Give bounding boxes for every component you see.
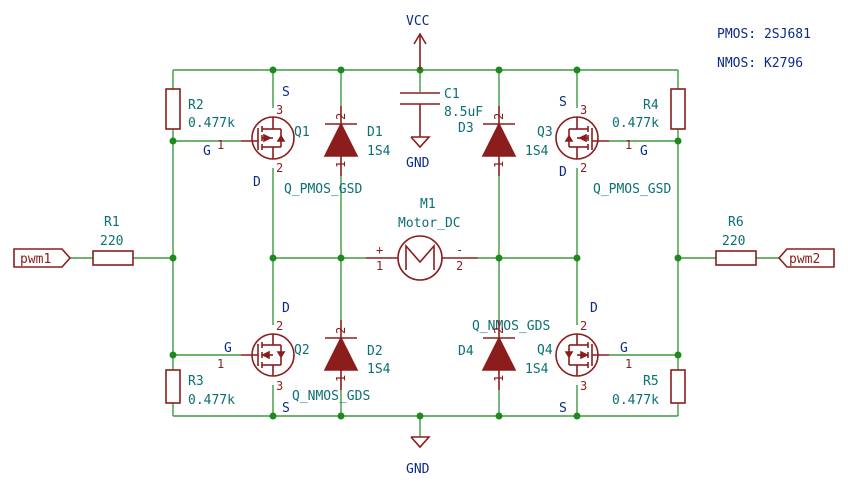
pwm1-net-label: pwm1 [13, 248, 72, 268]
r5-value: 0.477k [612, 393, 659, 408]
transistor-q4: 2 3 1 D G S Q4 Q_NMOS_GDS [472, 301, 632, 416]
r3-ref: R3 [188, 374, 204, 389]
resistor-r1: R1 220 [92, 215, 134, 266]
d2-pin1: 1 [334, 375, 348, 382]
pwm1-text: pwm1 [20, 252, 51, 267]
q3-value: Q_PMOS_GSD [593, 182, 671, 197]
q3-pin1: 1 [625, 138, 632, 152]
q4-g-label: G [620, 341, 628, 356]
d1-ref: D1 [367, 125, 383, 140]
r5-ref: R5 [643, 374, 659, 389]
q2-value: Q_NMOS_GDS [292, 389, 370, 404]
d3-value: 1S4 [525, 144, 549, 159]
vcc-symbol: VCC [406, 14, 429, 70]
d3-pin1: 1 [492, 161, 506, 168]
resistor-r4: R4 0.477k [612, 88, 686, 131]
q1-pin1: 1 [217, 138, 224, 152]
c1-value: 8.5uF [444, 105, 483, 120]
q4-pin2: 2 [580, 319, 587, 333]
m1-minus: - [456, 243, 463, 257]
d3-pin2: 2 [492, 113, 506, 120]
pwm2-text: pwm2 [789, 252, 820, 267]
q2-pin2: 2 [276, 319, 283, 333]
gnd-symbol: GND [406, 436, 431, 477]
q3-g-label: G [640, 144, 648, 159]
q1-g-label: G [203, 144, 211, 159]
gnd-c1-label: GND [406, 156, 430, 171]
resistor-r6: R6 220 [715, 215, 757, 266]
capacitor-c1: C1 8.5uF GND [400, 87, 483, 171]
resistor-r2: R2 0.477k [165, 88, 235, 131]
q1-s-label: S [282, 85, 290, 100]
q2-ref: Q2 [294, 343, 310, 358]
wires [70, 69, 779, 437]
d4-pin1: 1 [492, 375, 506, 382]
d2-value: 1S4 [367, 362, 391, 377]
q3-pin3: 3 [580, 103, 587, 117]
d2-ref: D2 [367, 344, 383, 359]
q1-ref: Q1 [294, 125, 310, 140]
d1-pin2: 2 [334, 113, 348, 120]
r6-value: 220 [722, 234, 745, 249]
r1-ref: R1 [104, 215, 120, 230]
q2-s-label: S [282, 401, 290, 416]
vcc-label: VCC [406, 14, 429, 29]
r4-value: 0.477k [612, 116, 659, 131]
m1-plus: + [376, 243, 383, 257]
junctions [169, 66, 682, 420]
r3-value: 0.477k [188, 393, 235, 408]
q1-value: Q_PMOS_GSD [284, 182, 362, 197]
q2-pin3: 3 [276, 379, 283, 393]
c1-ref: C1 [444, 87, 460, 102]
q1-pin3: 3 [276, 103, 283, 117]
pwm2-net-label: pwm2 [777, 248, 835, 268]
q3-ref: Q3 [537, 125, 553, 140]
diode-d2: 2 1 D2 1S4 [323, 320, 391, 390]
q2-g-label: G [224, 341, 232, 356]
q3-d-label: D [559, 165, 567, 180]
gnd-bottom-label: GND [406, 462, 430, 477]
q4-s-label: S [559, 401, 567, 416]
diode-d3: 2 1 D3 1S4 [458, 106, 549, 176]
q4-d-label: D [590, 301, 598, 316]
q1-pin2: 2 [276, 161, 283, 175]
q4-value: Q_NMOS_GDS [472, 319, 550, 334]
m1-value: Motor_DC [398, 216, 461, 231]
d1-pin1: 1 [334, 161, 348, 168]
r1-value: 220 [100, 234, 123, 249]
q1-d-label: D [253, 175, 261, 190]
q2-d-label: D [282, 301, 290, 316]
m1-ref: M1 [420, 197, 436, 212]
r6-ref: R6 [728, 215, 744, 230]
diode-d4: 2 1 D4 1S4 [458, 320, 549, 390]
resistor-r3: R3 0.477k [165, 369, 235, 408]
r2-ref: R2 [188, 98, 204, 113]
m1-pin2: 2 [456, 259, 463, 273]
transistor-q3: 3 2 1 S G D Q3 Q_PMOS_GSD [537, 95, 671, 197]
motor-m1: M1 Motor_DC + 1 - 2 [366, 197, 478, 281]
d3-ref: D3 [458, 121, 474, 136]
resistor-r5: R5 0.477k [612, 369, 686, 408]
m1-pin1: 1 [376, 259, 383, 273]
r4-ref: R4 [643, 98, 659, 113]
q4-ref: Q4 [537, 343, 553, 358]
nmos-note: NMOS: K2796 [717, 56, 803, 71]
q3-s-label: S [559, 95, 567, 110]
q2-pin1: 1 [217, 357, 224, 371]
d2-pin2: 2 [334, 327, 348, 334]
d4-ref: D4 [458, 344, 474, 359]
r2-value: 0.477k [188, 116, 235, 131]
transistor-q1: 3 2 1 S G D Q1 Q_PMOS_GSD [203, 85, 362, 197]
d1-value: 1S4 [367, 144, 391, 159]
d4-pin2: 2 [492, 327, 506, 334]
diode-d1: 2 1 D1 1S4 [323, 106, 391, 176]
d4-value: 1S4 [525, 362, 549, 377]
q4-pin3: 3 [580, 379, 587, 393]
pmos-note: PMOS: 2SJ681 [717, 27, 811, 42]
q4-pin1: 1 [625, 357, 632, 371]
transistor-q2: 2 3 1 D G S Q2 Q_NMOS_GDS [217, 301, 370, 416]
q3-pin2: 2 [580, 161, 587, 175]
